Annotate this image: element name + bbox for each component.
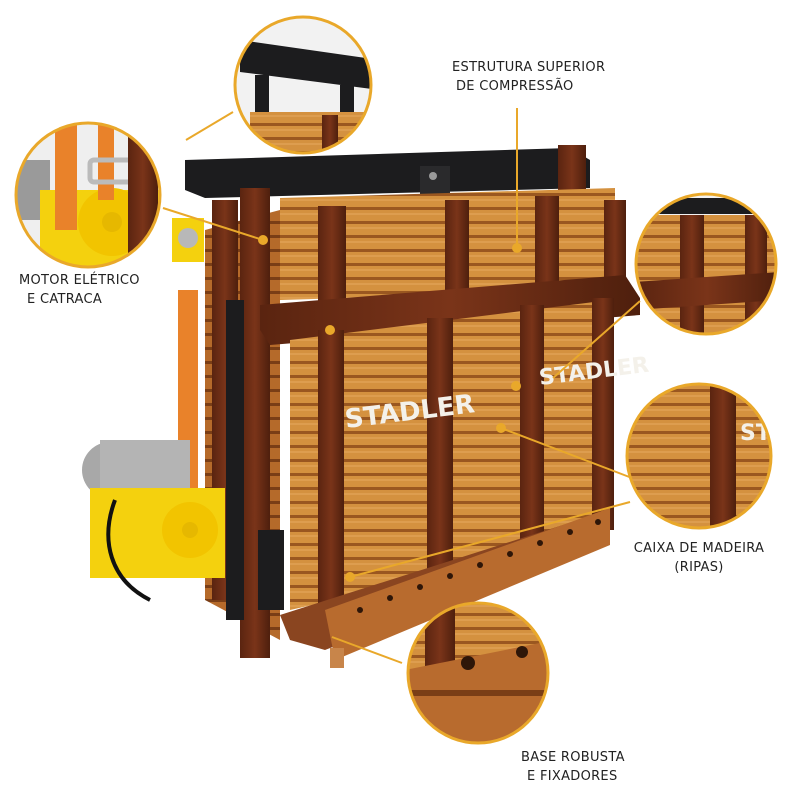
label-base: BASE ROBUSTA E FIXADORES bbox=[521, 748, 625, 786]
front-slat-panel bbox=[290, 298, 614, 620]
callout-base-zoom bbox=[406, 601, 550, 745]
upper-slat-box bbox=[280, 188, 626, 306]
wooden-base bbox=[280, 508, 610, 668]
label-base-line1: BASE ROBUSTA bbox=[521, 750, 625, 765]
horizontal-beam bbox=[260, 275, 640, 345]
label-motor-line1: MOTOR ELÉTRICO bbox=[19, 273, 140, 288]
label-top-frame-line2: DE COMPRESSÃO bbox=[456, 79, 574, 94]
callout-top-frame-zoom bbox=[233, 15, 373, 155]
label-box-line1: CAIXA DE MADEIRA bbox=[633, 541, 765, 556]
callout-upper-box-zoom bbox=[634, 192, 778, 336]
top-steel-beam bbox=[185, 148, 590, 198]
label-top-frame: ESTRUTURA SUPERIOR DE COMPRESSÃO bbox=[452, 58, 605, 96]
label-motor: MOTOR ELÉTRICO E CATRACA bbox=[19, 271, 140, 309]
callout-motor-zoom bbox=[14, 121, 162, 269]
leader-lines bbox=[162, 108, 641, 664]
label-top-frame-line1: ESTRUTURA SUPERIOR bbox=[452, 60, 606, 75]
side-panel bbox=[205, 188, 284, 658]
callout-box-zoom: STADLER bbox=[625, 382, 773, 530]
leader-dots bbox=[258, 235, 522, 582]
label-box-line2: (RIPAS) bbox=[674, 560, 724, 575]
label-box: CAIXA DE MADEIRA (RIPAS) bbox=[620, 539, 778, 577]
label-base-line2: E FIXADORES bbox=[527, 769, 618, 784]
winch-motor bbox=[82, 218, 225, 602]
press-machine: STADLER STADLER bbox=[82, 145, 650, 668]
label-motor-line2: E CATRACA bbox=[27, 292, 103, 307]
